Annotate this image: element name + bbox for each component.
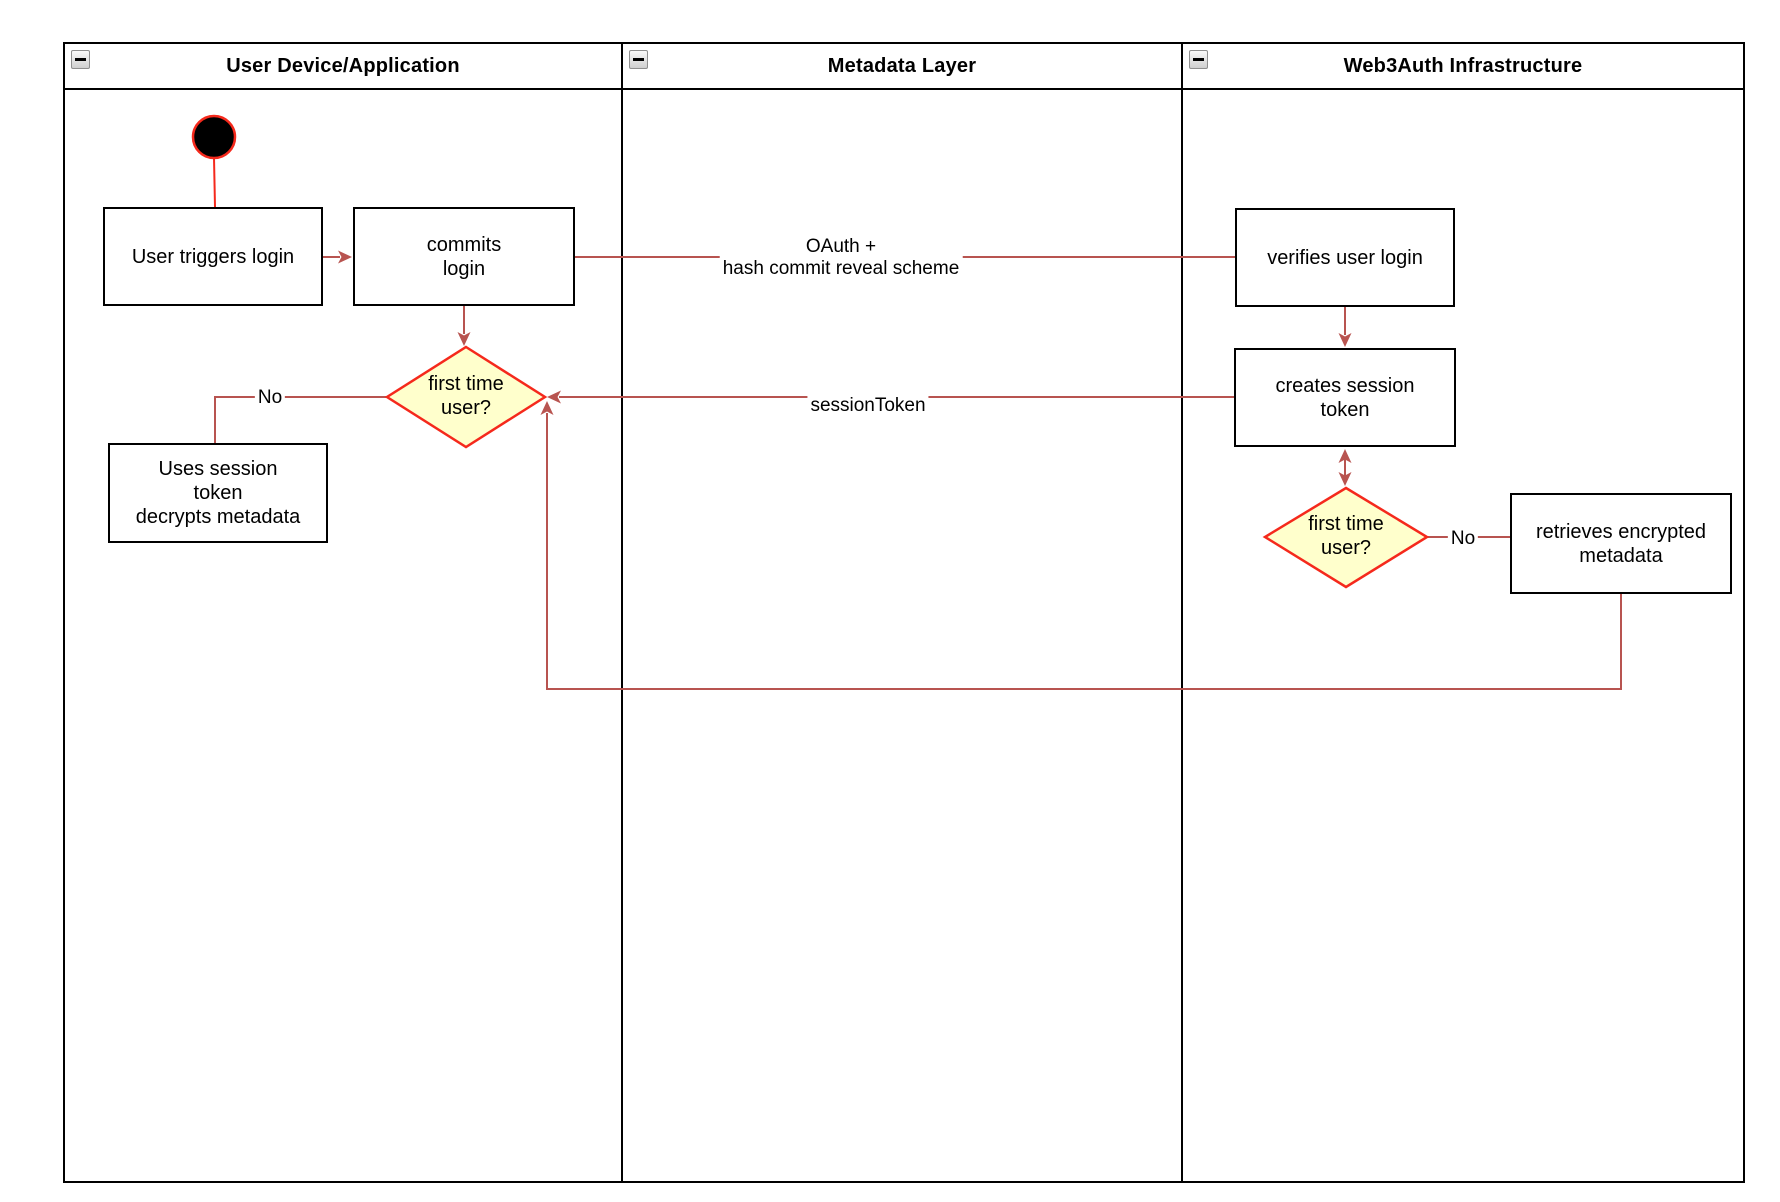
arrowhead-down-icon [1338,472,1352,486]
minus-icon [75,58,86,61]
lane-user-device: User Device/Application [65,44,623,1181]
swimlane-frame: User Device/Application Metadata Layer W… [63,42,1745,1183]
node-retrieves-encrypted-metadata: retrieves encrypted metadata [1510,493,1732,594]
minus-icon [633,58,644,61]
edge-label-no-2: No [1447,528,1479,550]
edge-label-no-1: No [254,387,286,409]
edge-start-to-user-triggers-login [213,157,216,208]
decision2-label: first time user? [1308,513,1384,559]
lane-title-metadata-layer: Metadata Layer [827,54,977,77]
lane-header-web3auth-infrastructure: Web3Auth Infrastructure [1183,44,1743,90]
node-commits-login: commits login [353,207,575,306]
node-creates-session-token: creates session token [1234,348,1456,447]
lane-title-user-device: User Device/Application [226,54,460,77]
minus-icon [1193,58,1204,61]
arrowhead-down-icon [457,332,471,346]
collapse-button[interactable] [1189,50,1208,69]
lane-header-metadata-layer: Metadata Layer [623,44,1181,90]
decision1-label: first time user? [428,373,504,419]
edge-label-oauth: OAuth + hash commit reveal scheme [719,236,963,280]
decision-diamond-first-time-user-1 [384,345,548,449]
edge-decision1-no-to-uses-session [214,396,387,443]
edge-label-session-token: sessionToken [807,395,929,417]
decision-diamond-first-time-user-2 [1262,486,1430,589]
edge-retrieves-return-to-decision1 [546,413,1622,690]
start-state-circle [191,114,237,160]
lane-title-web3auth-infrastructure: Web3Auth Infrastructure [1343,54,1583,77]
lane-web3auth-infrastructure: Web3Auth Infrastructure [1183,44,1743,1181]
arrowhead-up-icon [540,401,554,415]
node-user-triggers-login: User triggers login [103,207,323,306]
arrowhead-left-icon [547,390,561,404]
collapse-button[interactable] [629,50,648,69]
arrowhead-down-icon [1338,333,1352,347]
arrowhead-up-icon [1338,449,1352,463]
node-uses-session-token: Uses session token decrypts metadata [108,443,328,543]
lane-metadata-layer: Metadata Layer [623,44,1183,1181]
collapse-button[interactable] [71,50,90,69]
arrowhead-right-icon [338,250,352,264]
lane-header-user-device: User Device/Application [65,44,621,90]
node-verifies-user-login: verifies user login [1235,208,1455,307]
